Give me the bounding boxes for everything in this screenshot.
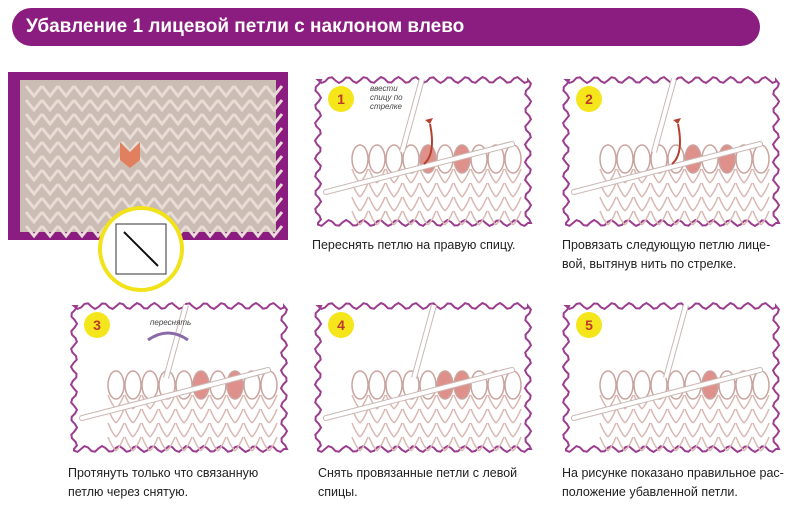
knitted-swatch-image — [8, 72, 288, 240]
step-number-badge: 2 — [576, 86, 602, 112]
step-1-caption: Переснять петлю на правую спицу. — [312, 238, 516, 252]
step-number-badge: 1 — [328, 86, 354, 112]
step-2-illustration — [561, 75, 781, 228]
step-number-badge: 5 — [576, 312, 602, 338]
step-1-illustration — [313, 75, 533, 228]
step-3-panel: 3 переснять — [68, 300, 290, 455]
step-number-badge: 4 — [328, 312, 354, 338]
magnifier-circle — [98, 206, 184, 292]
step-5-illustration — [561, 301, 781, 454]
page-title: Убавление 1 лицевой петли с наклоном вле… — [12, 8, 760, 46]
step-4-panel: 4 — [312, 300, 534, 455]
step-4-illustration — [313, 301, 533, 454]
step-number-badge: 3 — [84, 312, 110, 338]
step-4-caption: Снять провязанные петли с левой спицы. — [318, 466, 518, 499]
step-5-caption: На рисунке показано правильное рас-полож… — [562, 466, 784, 499]
step-3-illustration — [69, 301, 289, 454]
step-5-panel: 5 — [560, 300, 782, 455]
step-note: ввести спицу по стрелке — [370, 84, 403, 111]
step-3-caption: Протянуть только что связанную петлю чер… — [68, 466, 259, 499]
step-2-caption: Провязать следующую петлю лице-вой, вытя… — [562, 238, 771, 271]
step-1-panel: 1 ввести спицу по стрелке — [312, 74, 534, 229]
step-2-panel: 2 — [560, 74, 782, 229]
step-note: переснять — [150, 318, 192, 327]
